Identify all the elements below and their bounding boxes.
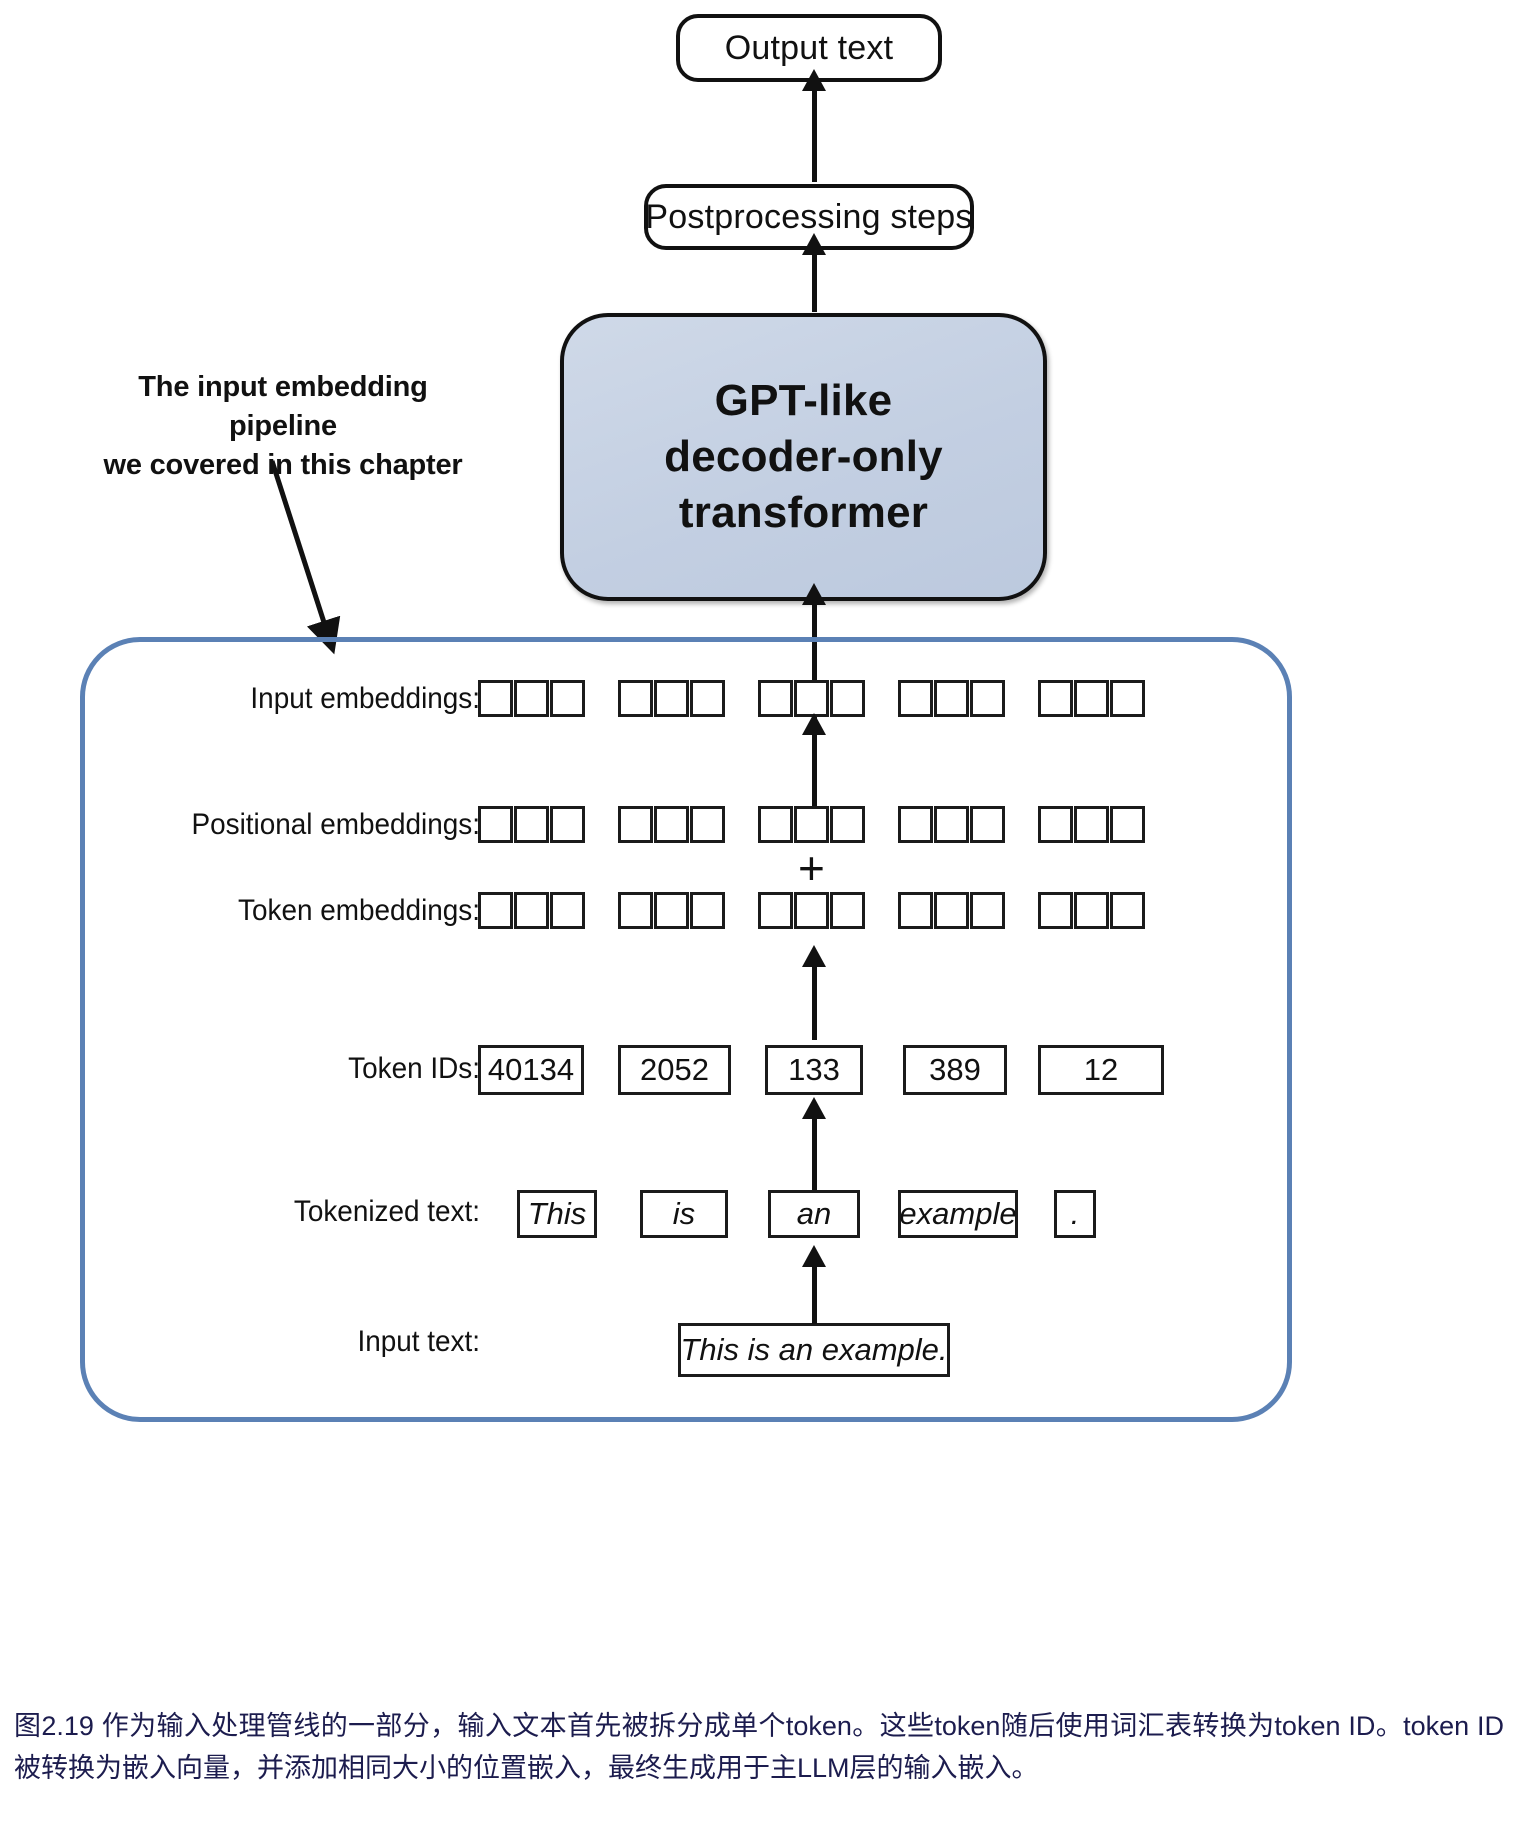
embedding-cell xyxy=(758,680,793,717)
annotation-text: The input embedding pipeline we covered … xyxy=(88,368,478,485)
token-embeddings-row-label: Token embeddings: xyxy=(238,894,480,927)
embedding-cell xyxy=(898,806,933,843)
annotation-line-2: we covered in this chapter xyxy=(103,449,463,482)
input-text-row-label: Input text: xyxy=(357,1325,480,1358)
token-embedding-group-5 xyxy=(1038,892,1145,929)
token-embedding-group-4 xyxy=(898,892,1005,929)
token-embedding-group-3 xyxy=(758,892,865,929)
gpt-label-line-1: GPT-like xyxy=(714,375,893,425)
token-id-box: 2052 xyxy=(618,1045,731,1095)
tokenized-text-row-label: Tokenized text: xyxy=(293,1195,480,1228)
embedding-cell xyxy=(654,680,689,717)
token-ids-row-label: Token IDs: xyxy=(348,1052,480,1085)
embedding-cell xyxy=(1110,680,1145,717)
token-box: is xyxy=(640,1190,728,1238)
positional-embedding-group-3 xyxy=(758,806,865,843)
embedding-cell xyxy=(550,892,585,929)
connector-line-tokenized xyxy=(812,1140,817,1190)
embedding-cell xyxy=(794,892,829,929)
embedding-cell xyxy=(934,806,969,843)
input-text-box: This is an example. xyxy=(678,1323,950,1377)
embedding-cell xyxy=(478,680,513,717)
embedding-cell xyxy=(1074,892,1109,929)
input-embedding-pipeline-container xyxy=(80,637,1292,1422)
postprocessing-steps-label: Postprocessing steps xyxy=(645,197,973,236)
positional-embedding-group-1 xyxy=(478,806,585,843)
token-box: example xyxy=(898,1190,1018,1238)
positional-embedding-group-4 xyxy=(898,806,1005,843)
annotation-line-1: The input embedding pipeline xyxy=(138,371,428,443)
embedding-cell xyxy=(970,892,1005,929)
input-embedding-group-1 xyxy=(478,680,585,717)
connector-line-input-text xyxy=(812,1290,817,1324)
embedding-cell xyxy=(618,892,653,929)
token-box: . xyxy=(1054,1190,1096,1238)
embedding-cell xyxy=(794,806,829,843)
token-id-box: 12 xyxy=(1038,1045,1164,1095)
embedding-cell xyxy=(1110,806,1145,843)
gpt-label-line-2: decoder-only xyxy=(664,431,943,481)
embedding-cell xyxy=(514,680,549,717)
embedding-cell xyxy=(514,892,549,929)
token-id-box: 389 xyxy=(903,1045,1007,1095)
embedding-cell xyxy=(898,892,933,929)
token-box: an xyxy=(768,1190,860,1238)
plus-operator: + xyxy=(798,842,825,894)
input-embeddings-row-label: Input embeddings: xyxy=(250,682,480,715)
input-embedding-group-3 xyxy=(758,680,865,717)
embedding-cell xyxy=(970,806,1005,843)
embedding-cell xyxy=(970,680,1005,717)
embedding-cell xyxy=(934,892,969,929)
embedding-cell xyxy=(618,680,653,717)
input-embedding-group-2 xyxy=(618,680,725,717)
input-embedding-group-5 xyxy=(1038,680,1145,717)
gpt-transformer-box: GPT-like decoder-only transformer xyxy=(560,313,1047,601)
embedding-cell xyxy=(690,680,725,717)
token-embedding-group-1 xyxy=(478,892,585,929)
output-text-label: Output text xyxy=(724,28,894,67)
embedding-cell xyxy=(478,892,513,929)
embedding-cell xyxy=(898,680,933,717)
annotation-arrow-icon xyxy=(269,460,341,655)
embedding-cell xyxy=(550,806,585,843)
embedding-cell xyxy=(654,892,689,929)
embedding-cell xyxy=(830,680,865,717)
embedding-cell xyxy=(758,806,793,843)
embedding-cell xyxy=(758,892,793,929)
embedding-cell xyxy=(1038,680,1073,717)
embedding-cell xyxy=(794,680,829,717)
gpt-label-line-3: transformer xyxy=(678,488,929,538)
token-box: This xyxy=(517,1190,597,1238)
positional-embedding-group-5 xyxy=(1038,806,1145,843)
embedding-cell xyxy=(514,806,549,843)
positional-embedding-group-2 xyxy=(618,806,725,843)
embedding-cell xyxy=(1038,806,1073,843)
embedding-cell xyxy=(1038,892,1073,929)
figure-caption: 图2.19 作为输入处理管线的一部分，输入文本首先被拆分成单个token。这些t… xyxy=(14,1711,1504,1783)
embedding-cell xyxy=(550,680,585,717)
token-id-box: 40134 xyxy=(478,1045,584,1095)
input-embedding-group-4 xyxy=(898,680,1005,717)
embedding-cell xyxy=(618,806,653,843)
token-embedding-group-2 xyxy=(618,892,725,929)
positional-embeddings-row-label: Positional embeddings: xyxy=(191,808,480,841)
embedding-cell xyxy=(690,806,725,843)
embedding-cell xyxy=(1074,806,1109,843)
embedding-cell xyxy=(478,806,513,843)
embedding-cell xyxy=(934,680,969,717)
embedding-cell xyxy=(654,806,689,843)
embedding-cell xyxy=(830,806,865,843)
embedding-cell xyxy=(830,892,865,929)
embedding-cell xyxy=(690,892,725,929)
token-id-box: 133 xyxy=(765,1045,863,1095)
embedding-cell xyxy=(1110,892,1145,929)
embedding-cell xyxy=(1074,680,1109,717)
